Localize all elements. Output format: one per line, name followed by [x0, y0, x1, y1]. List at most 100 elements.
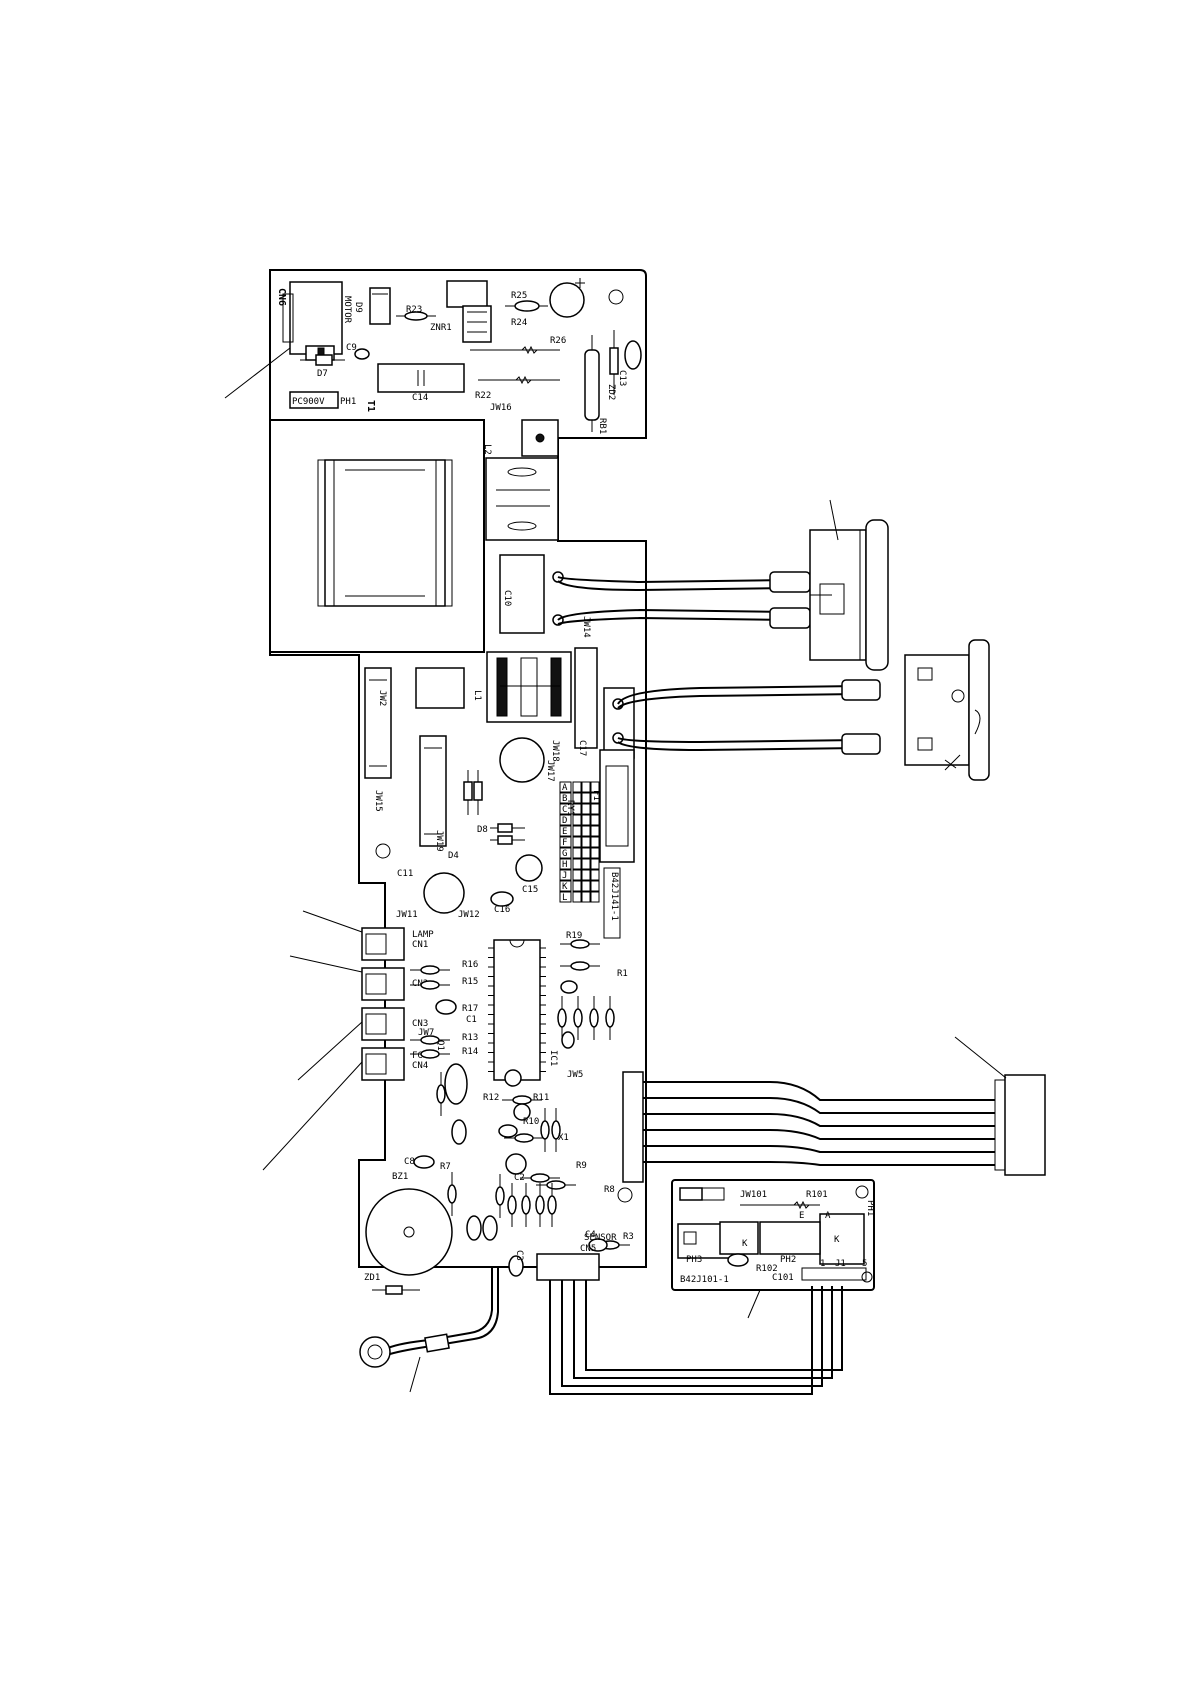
sensor-wire — [549, 1280, 813, 1395]
matrix-cell — [590, 836, 600, 848]
wire-sleeve — [769, 607, 811, 629]
cn4-connector: CN4 FC — [361, 1047, 428, 1081]
jw12-label: JW12 — [458, 910, 480, 920]
jw14-label: JW14 — [581, 616, 591, 638]
c15-label: C15 — [522, 885, 538, 895]
d9-diode — [369, 287, 391, 325]
ic1-microcontroller — [488, 939, 546, 1081]
k-label-2: K — [742, 1239, 748, 1249]
resistor-body — [570, 939, 590, 949]
sensor-part-label: B42J101-1 — [680, 1275, 729, 1285]
resistor-body — [551, 1120, 561, 1140]
resistor-body — [447, 1184, 457, 1204]
matrix-row-label: B — [562, 794, 567, 804]
matrix-cell — [590, 847, 600, 859]
d6-bridge — [521, 419, 559, 457]
r13-label: R13 — [462, 1033, 478, 1043]
c16-label: C16 — [494, 905, 510, 915]
matrix-cell — [559, 880, 572, 892]
c6-label: C8 — [404, 1157, 415, 1167]
large-round-component — [499, 737, 545, 783]
leader-line — [747, 1289, 761, 1319]
r16-component — [561, 1031, 575, 1049]
r22-label: R22 — [475, 391, 491, 401]
c14-label: C14 — [412, 393, 428, 403]
matrix-row-label: D — [562, 816, 567, 826]
fuse-holder-mid — [419, 735, 447, 847]
matrix-cell — [590, 858, 600, 870]
switch-wire-1b — [557, 580, 791, 592]
r26-label: R26 — [550, 336, 566, 346]
matrix-row-label: G — [562, 849, 567, 859]
matrix-cell — [572, 825, 582, 837]
leader-line — [954, 1036, 1007, 1079]
c101-label: C101 — [772, 1273, 794, 1283]
resistor-body — [436, 1084, 446, 1104]
ic1-label: IC1 — [548, 1050, 558, 1066]
c10-capacitor — [499, 554, 545, 634]
x1-crystal — [444, 1063, 468, 1105]
c2-capacitor — [588, 1238, 608, 1252]
c15-capacitor — [549, 282, 585, 318]
d1-label: C2 — [514, 1173, 525, 1183]
matrix-row-label: E — [562, 827, 567, 837]
matrix-row-label: K — [562, 882, 568, 892]
earth-wire — [387, 1266, 493, 1349]
harness-wires — [643, 1081, 995, 1166]
cn5-caption: SENSOR — [584, 1233, 617, 1243]
matrix-cell — [572, 869, 582, 881]
c1-label: C3 — [514, 1250, 524, 1261]
sensor-board — [671, 1179, 875, 1291]
cn1-label: CN1 — [412, 940, 428, 950]
x1-label: Q1 — [435, 1040, 445, 1051]
matrix-cell — [581, 869, 591, 881]
c10-label: C10 — [502, 590, 512, 606]
zd2-label: ZD2 — [606, 384, 616, 400]
resistor-body — [570, 961, 590, 971]
a-label: A — [825, 1211, 831, 1221]
pin-5-label: 5 — [862, 1259, 867, 1269]
matrix-cell — [590, 792, 600, 804]
c17-label: C17 — [577, 740, 587, 756]
k-label: K — [834, 1235, 840, 1245]
jw101-label: JW101 — [740, 1190, 767, 1200]
r17-label: R1 — [617, 969, 628, 979]
d2-component — [560, 980, 578, 994]
switch2-wire-2b — [617, 741, 861, 752]
harness-wire — [643, 1081, 995, 1101]
board-part-label: B42J141-1 — [609, 872, 619, 921]
ph2-label: PH2 — [780, 1255, 796, 1265]
matrix-cell — [559, 814, 572, 826]
ph1-label: PH1 — [340, 397, 356, 407]
matrix-cell — [590, 803, 600, 815]
harness-wire — [643, 1145, 995, 1153]
matrix-cell — [590, 891, 600, 903]
bz1-label: BZ1 — [392, 1172, 408, 1182]
resistor-body — [573, 1008, 583, 1028]
l1-inductor — [486, 651, 572, 723]
leader-line — [297, 1021, 363, 1081]
c8-label: R17 — [462, 1004, 478, 1014]
r9-label: R9 — [576, 1161, 587, 1171]
matrix-cell — [581, 880, 591, 892]
resistor-body — [512, 1095, 532, 1105]
zd1-label: ZD1 — [364, 1273, 380, 1283]
jw9-label: JW7 — [418, 1028, 434, 1038]
c16-capacitor — [624, 340, 642, 370]
cn1-caption: LAMP — [412, 930, 434, 940]
d2-label: C1 — [466, 1015, 477, 1025]
switch-wire-2 — [557, 608, 791, 621]
cn4-label: CN4 — [412, 1061, 428, 1071]
matrix-cell — [581, 891, 591, 903]
harness-wire — [643, 1129, 995, 1140]
leader-line — [829, 499, 839, 541]
resistor-body — [420, 965, 440, 975]
sensor-wire — [561, 1280, 823, 1387]
buzzer-center — [403, 1226, 415, 1238]
text-labels: R23 R25 R24 ZNR1 R26 R22 C14 C13 ZD2 RB1… — [317, 291, 875, 1285]
cn3-connector: CN3 — [361, 1007, 428, 1041]
znr1-label: ZNR1 — [430, 323, 452, 333]
matrix-cell — [590, 880, 600, 892]
earth-ring-hole — [367, 1344, 383, 1360]
